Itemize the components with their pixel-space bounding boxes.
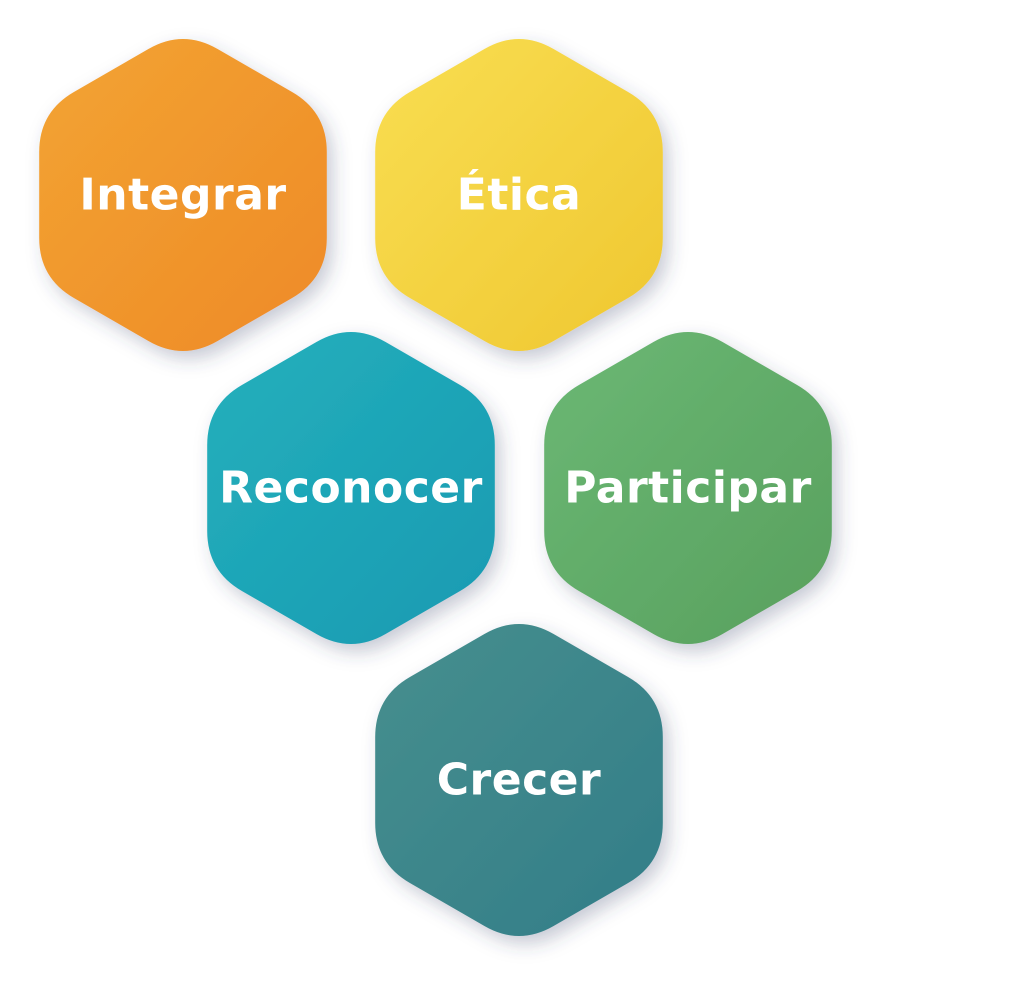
hexagon-participar-label: Participar [564,463,812,514]
hexagon-etica: Ética [375,39,663,351]
hexagon-integrar: Integrar [39,39,327,351]
hexagon-crecer-label: Crecer [437,755,601,806]
hexagon-reconocer-shape [207,332,495,644]
hexagon-crecer: Crecer [375,624,663,936]
hexagon-reconocer: Reconocer [207,332,495,644]
hexagon-participar-shape [544,332,832,644]
hexagon-integrar-shape [39,39,327,351]
hexagon-crecer-shape [375,624,663,936]
hexagon-etica-shape [375,39,663,351]
hexagon-integrar-label: Integrar [79,170,286,221]
hexagon-reconocer-label: Reconocer [219,463,483,514]
hexagon-participar: Participar [544,332,832,644]
hexagon-etica-label: Ética [457,168,581,221]
